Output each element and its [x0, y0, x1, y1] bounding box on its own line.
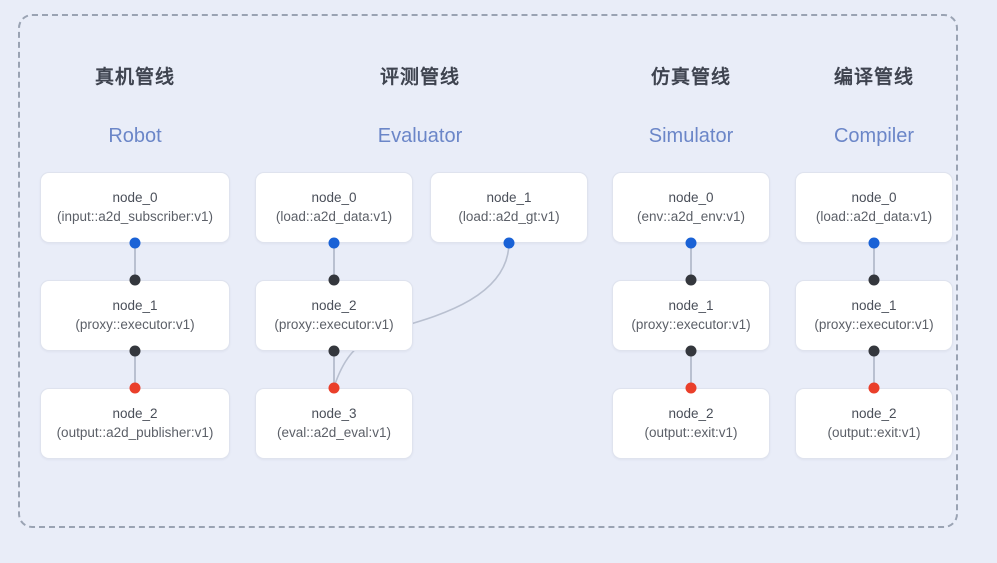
node-type: (proxy::executor:v1) — [274, 316, 394, 332]
node-robot-2[interactable]: node_2 (output::a2d_publisher:v1) — [40, 388, 230, 459]
port-output-evaluator-0[interactable] — [328, 237, 340, 249]
port-input-compiler-2[interactable] — [868, 382, 880, 394]
node-robot-1[interactable]: node_1 (proxy::executor:v1) — [40, 280, 230, 351]
node-type: (load::a2d_data:v1) — [275, 208, 393, 224]
node-type: (output::exit:v1) — [644, 424, 738, 440]
port-output-robot-0[interactable] — [129, 237, 141, 249]
port-input-evaluator-2[interactable] — [328, 274, 340, 286]
edge-compiler-0-1 — [873, 243, 875, 280]
node-simulator-2[interactable]: node_2 (output::exit:v1) — [612, 388, 770, 459]
edge-compiler-1-2 — [873, 351, 875, 388]
edge-robot-0-1 — [134, 243, 136, 280]
column-title-compiler: 编译管线 — [833, 67, 914, 88]
node-name: node_0 — [112, 189, 158, 205]
edge-robot-1-2 — [134, 351, 136, 388]
node-evaluator-0[interactable]: node_0 (load::a2d_data:v1) — [255, 172, 413, 243]
node-compiler-1[interactable]: node_1 (proxy::executor:v1) — [795, 280, 953, 351]
node-type: (env::a2d_env:v1) — [636, 208, 746, 224]
column-title-evaluator: 评测管线 — [379, 67, 460, 88]
column-title-simulator: 仿真管线 — [650, 67, 731, 88]
port-input-compiler-1[interactable] — [868, 274, 880, 286]
node-type: (eval::a2d_eval:v1) — [276, 424, 392, 440]
port-input-simulator-2[interactable] — [685, 382, 697, 394]
port-input-robot-2[interactable] — [129, 382, 141, 394]
node-name: node_1 — [112, 297, 158, 313]
edge-simulator-0-1 — [690, 243, 692, 280]
node-type: (load::a2d_gt:v1) — [458, 208, 560, 224]
node-type: (proxy::executor:v1) — [631, 316, 751, 332]
column-subtitle-simulator: Simulator — [648, 125, 734, 147]
port-output-simulator-0[interactable] — [685, 237, 697, 249]
port-output-robot-1[interactable] — [129, 345, 141, 357]
port-output-compiler-0[interactable] — [868, 237, 880, 249]
edge-simulator-1-2 — [690, 351, 692, 388]
port-output-simulator-1[interactable] — [685, 345, 697, 357]
node-simulator-1[interactable]: node_1 (proxy::executor:v1) — [612, 280, 770, 351]
node-type: (proxy::executor:v1) — [75, 316, 195, 332]
node-name: node_3 — [311, 405, 357, 421]
port-input-evaluator-3[interactable] — [328, 382, 340, 394]
node-compiler-0[interactable]: node_0 (load::a2d_data:v1) — [795, 172, 953, 243]
column-subtitle-evaluator: Evaluator — [377, 125, 463, 147]
node-name: node_2 — [311, 297, 357, 313]
node-type: (input::a2d_subscriber:v1) — [56, 208, 214, 224]
node-name: node_2 — [851, 405, 897, 421]
node-evaluator-1-gt[interactable]: node_1 (load::a2d_gt:v1) — [430, 172, 588, 243]
node-type: (output::a2d_publisher:v1) — [56, 424, 214, 440]
port-output-evaluator-1-gt[interactable] — [503, 237, 515, 249]
port-output-compiler-1[interactable] — [868, 345, 880, 357]
node-robot-0[interactable]: node_0 (input::a2d_subscriber:v1) — [40, 172, 230, 243]
node-evaluator-2[interactable]: node_2 (proxy::executor:v1) — [255, 280, 413, 351]
node-name: node_2 — [668, 405, 714, 421]
node-evaluator-3[interactable]: node_3 (eval::a2d_eval:v1) — [255, 388, 413, 459]
node-name: node_2 — [112, 405, 158, 421]
node-simulator-0[interactable]: node_0 (env::a2d_env:v1) — [612, 172, 770, 243]
node-name: node_1 — [668, 297, 714, 313]
node-name: node_0 — [668, 189, 714, 205]
port-input-robot-1[interactable] — [129, 274, 141, 286]
node-name: node_1 — [486, 189, 532, 205]
column-title-robot: 真机管线 — [94, 67, 175, 88]
port-output-evaluator-2[interactable] — [328, 345, 340, 357]
node-type: (load::a2d_data:v1) — [815, 208, 933, 224]
node-name: node_1 — [851, 297, 897, 313]
column-subtitle-robot: Robot — [108, 125, 162, 147]
node-name: node_0 — [851, 189, 897, 205]
port-input-simulator-1[interactable] — [685, 274, 697, 286]
node-type: (proxy::executor:v1) — [814, 316, 934, 332]
column-subtitle-compiler: Compiler — [833, 125, 915, 147]
node-type: (output::exit:v1) — [827, 424, 921, 440]
node-name: node_0 — [311, 189, 357, 205]
node-compiler-2[interactable]: node_2 (output::exit:v1) — [795, 388, 953, 459]
